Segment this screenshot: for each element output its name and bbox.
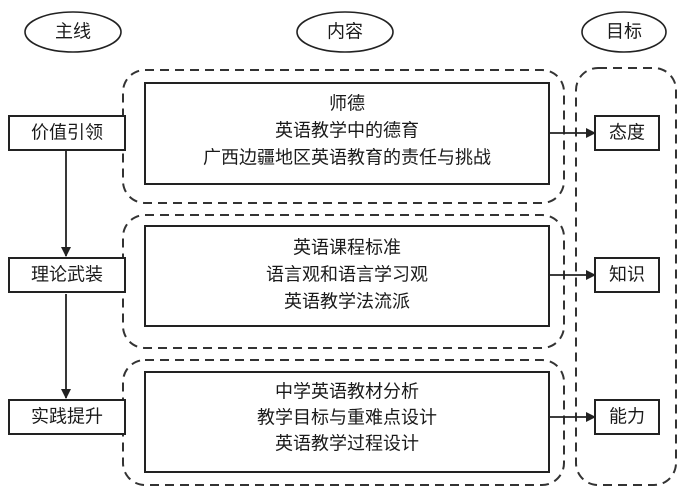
goal-box-3: [594, 399, 660, 435]
goal-label-1: 态度: [609, 123, 645, 144]
goal-group: [575, 67, 677, 486]
content-group-1: [122, 69, 565, 204]
mainline-label-1: 价值引领: [31, 123, 103, 144]
content-item-2-3: 英语教学法流派: [284, 292, 410, 313]
goal-box-2: [594, 257, 660, 293]
header-mainline: 主线: [24, 11, 122, 53]
content-item-1-1: 师德: [329, 94, 365, 115]
content-box-3: [144, 371, 550, 473]
content-item-2-1: 英语课程标准: [293, 238, 401, 259]
content-item-3-3: 英语教学过程设计: [275, 434, 419, 455]
header-goal: 目标: [581, 11, 667, 53]
header-goal-label: 目标: [606, 22, 642, 43]
mainline-label-2: 理论武装: [31, 265, 103, 286]
content-box-2: [144, 225, 550, 327]
content-box-1: [144, 82, 550, 185]
header-content-label: 内容: [327, 22, 363, 43]
content-item-3-1: 中学英语教材分析: [275, 382, 419, 403]
mainline-box-2: [8, 257, 126, 293]
content-item-2-2: 语言观和语言学习观: [266, 265, 428, 286]
row-theory-equipment: 理论武装 英语课程标准 语言观和语言学习观 英语教学法流派 知识: [8, 225, 660, 327]
goal-box-1: [594, 115, 660, 151]
mainline-box-1: [8, 115, 126, 151]
mainline-label-3: 实践提升: [31, 407, 103, 428]
row-practice-improvement: 实践提升 中学英语教材分析 教学目标与重难点设计 英语教学过程设计 能力: [8, 371, 660, 473]
content-group-3: [122, 359, 565, 486]
content-group-2: [122, 214, 565, 349]
content-item-3-2: 教学目标与重难点设计: [257, 408, 437, 429]
goal-label-3: 能力: [609, 407, 645, 428]
row-value-guidance: 价值引领 师德 英语教学中的德育 广西边疆地区英语教育的责任与挑战 态度: [8, 82, 660, 185]
header-mainline-label: 主线: [55, 22, 91, 43]
goal-label-2: 知识: [609, 265, 645, 286]
content-item-1-2: 英语教学中的德育: [275, 121, 419, 142]
header-content: 内容: [296, 11, 394, 53]
mainline-box-3: [8, 399, 126, 435]
content-item-1-3: 广西边疆地区英语教育的责任与挑战: [203, 148, 491, 169]
